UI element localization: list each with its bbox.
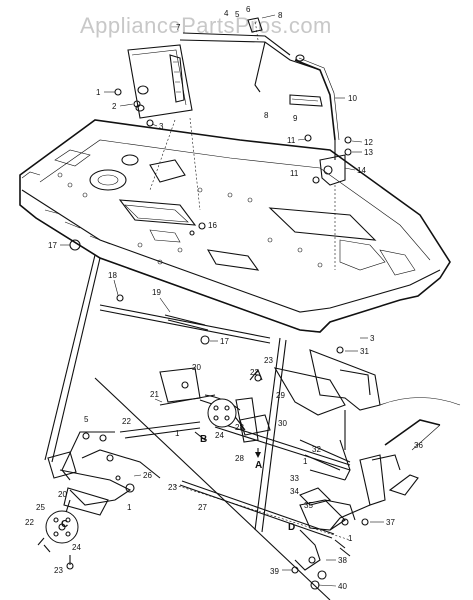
bracket-31 (273, 346, 461, 450)
callout-14: 14 (357, 166, 366, 175)
callout-16: 16 (208, 221, 217, 230)
callout-1: 1 (96, 88, 101, 97)
nut-3 (146, 119, 154, 127)
callout-11a: 11 (287, 136, 296, 145)
callout-1c: 1 (127, 503, 132, 512)
callout-17b: 17 (220, 337, 229, 346)
callout-36: 36 (414, 441, 423, 450)
callout-21: 21 (150, 390, 159, 399)
callout-24a: 24 (215, 431, 224, 440)
callout-34: 34 (290, 487, 299, 496)
callout-29: 29 (276, 391, 285, 400)
callout-5: 5 (235, 10, 240, 19)
callout-35: 35 (304, 501, 313, 510)
ref-d: D (288, 522, 295, 533)
callout-23c: 23 (54, 566, 63, 575)
frame-assembly (19, 119, 451, 333)
callout-9: 9 (293, 114, 298, 123)
callout-33: 33 (290, 474, 299, 483)
left-linkage (47, 431, 161, 526)
callout-25: 25 (36, 503, 45, 512)
callout-39: 39 (270, 567, 279, 576)
callout-32: 32 (312, 445, 321, 454)
pedal-assembly (159, 367, 271, 443)
callout-1d: 1 (348, 534, 353, 543)
ref-c: C (61, 519, 68, 530)
callout-28b: 28 (235, 454, 244, 463)
callout-8a: 8 (278, 11, 283, 20)
callout-13: 13 (364, 148, 373, 157)
callout-11b: 11 (290, 169, 299, 178)
ref-a: A (255, 460, 262, 471)
pulley-c (37, 510, 79, 570)
callout-37: 37 (386, 518, 395, 527)
callout-5b: 5 (84, 415, 89, 424)
callout-22a: 22 (250, 368, 259, 377)
callout-22c: 22 (122, 417, 131, 426)
callout-24b: 24 (72, 543, 81, 552)
callout-31: 31 (360, 347, 369, 356)
callout-27: 27 (198, 503, 207, 512)
callout-22b: 22 (25, 518, 34, 527)
callout-40: 40 (338, 582, 347, 591)
callout-3: 3 (159, 122, 164, 131)
callout-2: 2 (112, 102, 117, 111)
callout-12: 12 (364, 138, 373, 147)
callout-3b: 3 (370, 334, 375, 343)
nut-16b (189, 230, 195, 236)
callout-19: 19 (152, 288, 161, 297)
callout-26: 26 (143, 471, 152, 480)
washer-2 (133, 100, 141, 108)
callout-1e: 1 (303, 457, 308, 466)
arrow-a-head (255, 452, 261, 458)
callout-6: 6 (246, 5, 251, 14)
callout-20a: 20 (192, 363, 201, 372)
callout-38: 38 (338, 556, 347, 565)
nut-16 (198, 222, 206, 230)
callout-4: 4 (224, 9, 229, 18)
callout-10: 10 (348, 94, 357, 103)
reference-letters: B A C D (61, 434, 295, 533)
bolt-1 (114, 88, 122, 96)
lift-lever-assembly (127, 17, 352, 270)
callout-23b: 23 (168, 483, 177, 492)
callout-labels: 1 2 3 4 5 6 7 8 8 9 10 11 11 12 13 14 16… (25, 5, 441, 591)
callout-18: 18 (108, 271, 117, 280)
callout-1b: 1 (175, 429, 180, 438)
callout-8b: 8 (264, 111, 269, 120)
linkage-rods (44, 254, 351, 600)
callout-28a: 28 (235, 423, 244, 432)
callout-17a: 17 (48, 241, 57, 250)
callout-23a: 23 (264, 356, 273, 365)
callout-30: 30 (278, 419, 287, 428)
callout-7: 7 (176, 23, 181, 32)
ref-b: B (200, 434, 207, 445)
callout-20b: 20 (58, 490, 67, 499)
